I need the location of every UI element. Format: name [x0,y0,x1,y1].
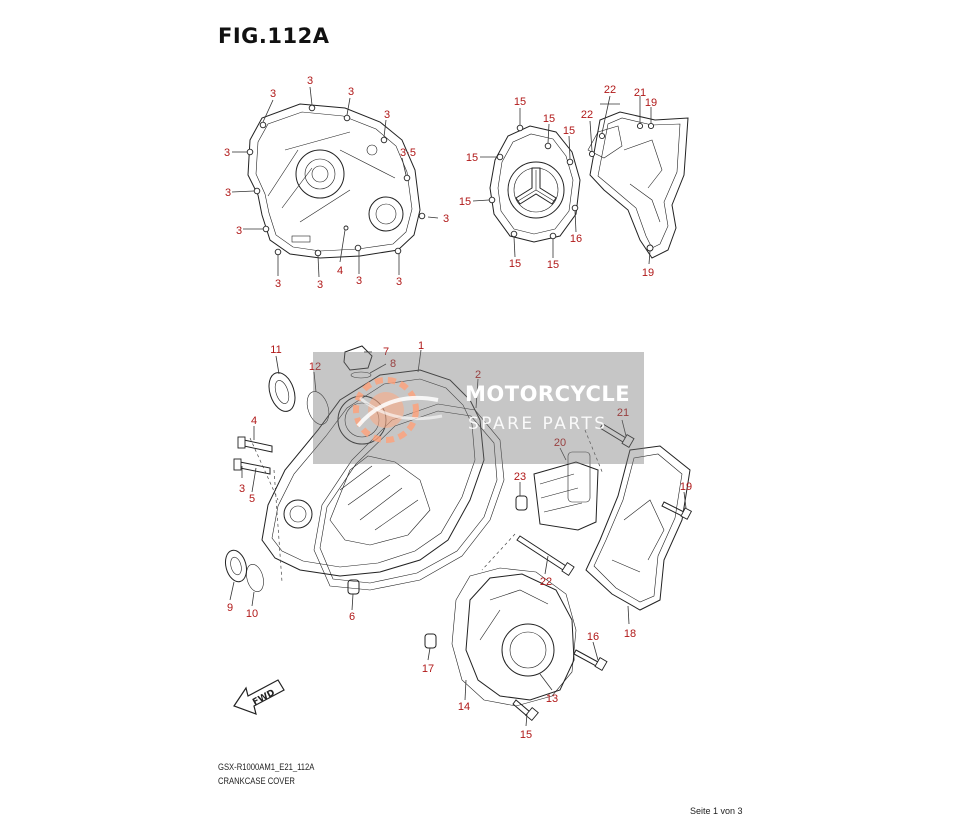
generator-cover-callouts: 15 15 15 15 15 15 15 16 [459,96,582,271]
page-number: Seite 1 von 3 [690,806,743,816]
callout-6: 6 [349,611,355,623]
callout-16: 16 [570,233,582,245]
callout-10: 10 [246,608,258,620]
watermark-title: MOTORCYCLE [465,382,631,406]
callout-3: 3 [307,75,313,87]
callout-4: 4 [337,265,343,277]
callout-3: 3 [356,275,362,287]
callout-15: 15 [514,96,526,108]
callout-1: 1 [418,340,424,352]
callout-3: 3 [443,213,449,225]
callout-16: 16 [587,631,599,643]
callout-7: 7 [383,346,389,358]
callout-15: 15 [509,258,521,270]
watermark-subtitle: SPARE PARTS [468,414,608,434]
exploded-leader-lines [229,349,687,727]
figure-caption: CRANKCASE COVER [218,776,295,786]
callout-18: 18 [624,628,636,640]
generator-cover-leader-lines [472,108,577,258]
callout-3: 3 [396,276,402,288]
callout-3: 3 [384,109,390,121]
callout-12: 12 [309,361,321,373]
clutch-cover-bolts [246,104,426,257]
callout-9: 9 [227,602,233,614]
clutch-cover-drawing [247,103,421,259]
callout-20: 20 [554,437,566,449]
callout-3: 3 [348,86,354,98]
watermark-gear-logo-icon [353,377,443,443]
callout-21: 21 [634,87,646,99]
sprocket-cover-leader-lines [589,95,652,265]
sprocket-cover-bolts [588,122,655,252]
callout-15: 15 [520,729,532,741]
callout-15: 15 [466,152,478,164]
callout-19: 19 [645,97,657,109]
callout-3: 3 [224,147,230,159]
callout-14: 14 [458,701,470,713]
callout-5: 5 [249,493,255,505]
callout-3-5: 3·5 [400,147,416,159]
clutch-cover-callouts: 3 3 3 3 3 3 3 3 3 3 3 3 4 3·5 [224,75,449,291]
callout-3: 3 [225,187,231,199]
callout-19: 19 [642,267,654,279]
callout-2: 2 [475,369,481,381]
callout-3: 3 [236,225,242,237]
callout-4: 4 [251,415,257,427]
callout-3: 3 [317,279,323,291]
callout-22: 22 [604,84,616,96]
callout-15: 15 [563,125,575,137]
callout-3: 3 [275,278,281,290]
callout-17: 17 [422,663,434,675]
callout-23: 23 [514,471,526,483]
callout-15: 15 [543,113,555,125]
callout-19: 19 [680,481,692,493]
generator-cover-bolts [488,124,579,240]
callout-22: 22 [581,109,593,121]
model-code: GSX-R1000AM1_E21_112A [218,762,315,772]
callout-15: 15 [459,196,471,208]
callout-3: 3 [239,483,245,495]
callout-15: 15 [547,259,559,271]
callout-21: 21 [617,407,629,419]
callout-13: 13 [546,693,558,705]
forward-direction-arrow: FWD [233,679,285,715]
exploded-callouts: 1 2 3 4 5 6 7 8 9 10 11 12 13 14 15 16 1… [227,340,692,741]
clutch-cover-leader-lines [231,86,439,278]
callout-22: 22 [540,576,552,588]
callout-3: 3 [270,88,276,100]
callout-8: 8 [390,358,396,370]
figure-title: FIG.112A [218,24,330,48]
generator-cover-drawing [489,125,581,243]
sprocket-cover-callouts: 22 22 21 19 19 [581,84,657,279]
sprocket-cover-drawing [587,111,689,259]
callout-11: 11 [270,344,281,356]
